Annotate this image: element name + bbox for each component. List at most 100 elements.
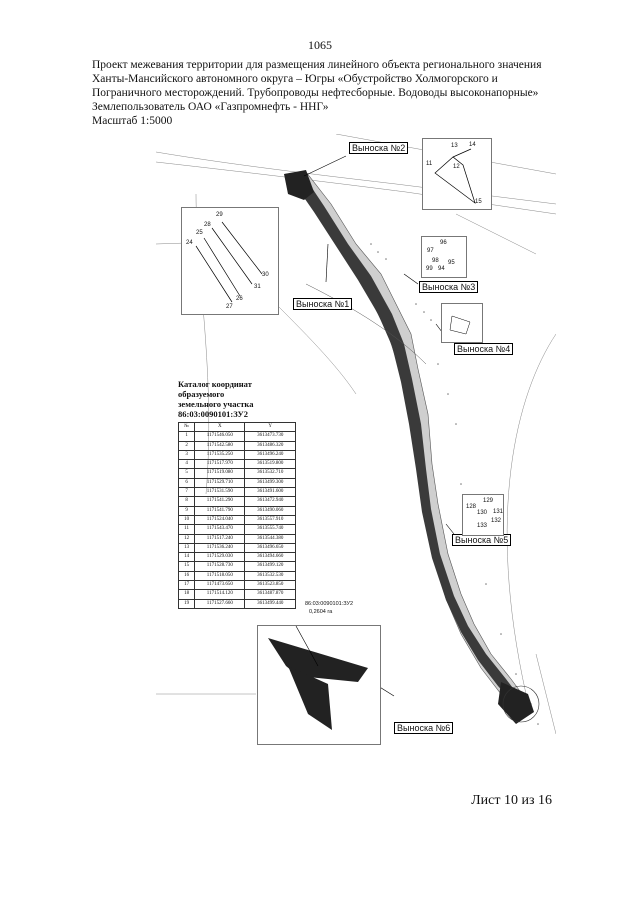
inset6-parcel-id: 86:03:0090101:ЗУ2 — [305, 601, 354, 607]
inset1-point: 30 — [262, 272, 269, 278]
table-cell: 1171519.080 — [194, 468, 246, 479]
inset3-point: 98 — [432, 258, 439, 264]
table-cell: 1171531.590 — [194, 487, 246, 498]
inset5-point: 131 — [493, 509, 504, 515]
inset-callout-4 — [441, 303, 483, 343]
table-cell: 3 — [177, 449, 196, 461]
table-cell: 2 — [177, 440, 196, 451]
inset3-point: 96 — [440, 240, 447, 246]
header-line-5: Масштаб 1:5000 — [92, 115, 173, 127]
table-cell: 3613544.380 — [244, 533, 296, 544]
table-cell: 3613491.600 — [244, 487, 296, 498]
table-cell: 5 — [177, 468, 196, 479]
table-cell: 1171518.050 — [194, 570, 246, 582]
table-cell: 1171529.030 — [194, 552, 246, 563]
column-header: № — [177, 421, 196, 433]
inset1-point: 24 — [186, 240, 193, 246]
table-cell: 3613496.650 — [244, 542, 296, 554]
table-cell: 12 — [177, 533, 196, 544]
table-cell: 7 — [177, 487, 196, 498]
inset-callout-6-drawing — [268, 625, 368, 730]
inset-callout-5: 129 128 130 131 133 132 — [462, 494, 504, 536]
table-cell: 3613499.440 — [244, 598, 296, 609]
table-cell: 19 — [177, 598, 196, 609]
inset-callout-2-drawing — [434, 148, 476, 204]
table-cell: 1171536.240 — [194, 542, 246, 554]
bottom-circle-marker — [502, 685, 540, 723]
table-cell: 6 — [177, 477, 196, 489]
table-cell: 3613490.060 — [244, 505, 296, 516]
document-header: Проект межевания территории для размещен… — [92, 58, 592, 128]
table-cell: 3613499.300 — [244, 477, 296, 489]
table-cell: 3613532.530 — [244, 570, 296, 582]
coordinate-catalog: Каталог координат образуемого земельного… — [177, 379, 298, 609]
table-cell: 4 — [177, 459, 196, 470]
table-cell: 17 — [177, 580, 196, 591]
inset3-point: 95 — [448, 260, 455, 266]
table-cell: 3613532.710 — [244, 468, 296, 479]
table-cell: 3613555.740 — [244, 524, 296, 535]
callout-3-label: Выноска №3 — [419, 281, 479, 293]
column-header: Y — [244, 421, 296, 433]
inset2-point: 11 — [426, 161, 433, 167]
table-cell: 1171527.660 — [194, 598, 246, 609]
table-cell: 3613487.870 — [244, 589, 296, 600]
header-line-2: Ханты-Мансийского автономного округа – Ю… — [92, 73, 498, 85]
inset1-point: 27 — [226, 304, 233, 310]
catalog-title-line-1: Каталог координат образуемого — [178, 379, 252, 399]
table-cell: 11 — [177, 524, 196, 535]
inset5-point: 128 — [466, 504, 477, 510]
table-cell: 3613473.730 — [244, 431, 296, 442]
inset5-point: 130 — [477, 510, 488, 516]
inset1-point: 26 — [236, 296, 243, 302]
table-cell: 3613499.120 — [244, 561, 296, 572]
header-line-1: Проект межевания территории для размещен… — [92, 59, 542, 71]
callout-2-label: Выноска №2 — [349, 142, 409, 154]
table-cell: 1171541.790 — [194, 505, 246, 516]
inset5-point: 132 — [491, 518, 502, 524]
table-cell: 3613523.850 — [244, 580, 296, 591]
table-cell: 3613496.240 — [244, 449, 296, 461]
table-cell: 18 — [177, 589, 196, 600]
table-cell: 1171517.970 — [194, 459, 246, 470]
table-cell: 14 — [177, 552, 196, 563]
table-cell: 9 — [177, 505, 196, 516]
table-cell: 1171535.250 — [194, 449, 246, 461]
table-cell: 3613486.320 — [244, 440, 296, 451]
sheet-number: Лист 10 из 16 — [471, 793, 552, 808]
inset-callout-6 — [257, 625, 381, 745]
table-header-row: № X Y — [177, 421, 296, 433]
inset2-point: 15 — [475, 199, 482, 205]
inset5-point: 133 — [477, 523, 488, 529]
table-cell: 8 — [177, 496, 196, 507]
table-cell: 1171514.120 — [194, 589, 246, 600]
callout-4-label: Выноска №4 — [454, 343, 514, 355]
inset1-point: 29 — [216, 212, 223, 218]
inset6-parcel-area: 0,2604 га — [309, 609, 333, 615]
table-cell: 1171528.730 — [194, 561, 246, 572]
catalog-title-line-2: земельного участка — [178, 399, 254, 409]
inset-callout-1-drawing — [195, 221, 263, 303]
table-cell: 3613472.940 — [244, 496, 296, 507]
parcel-top — [284, 170, 314, 200]
page-number: 1065 — [308, 38, 332, 52]
header-line-4: Землепользователь ОАО «Газпромнефть - НН… — [92, 101, 329, 113]
table-cell: 3613557.910 — [244, 514, 296, 526]
cadastral-map — [156, 134, 556, 735]
